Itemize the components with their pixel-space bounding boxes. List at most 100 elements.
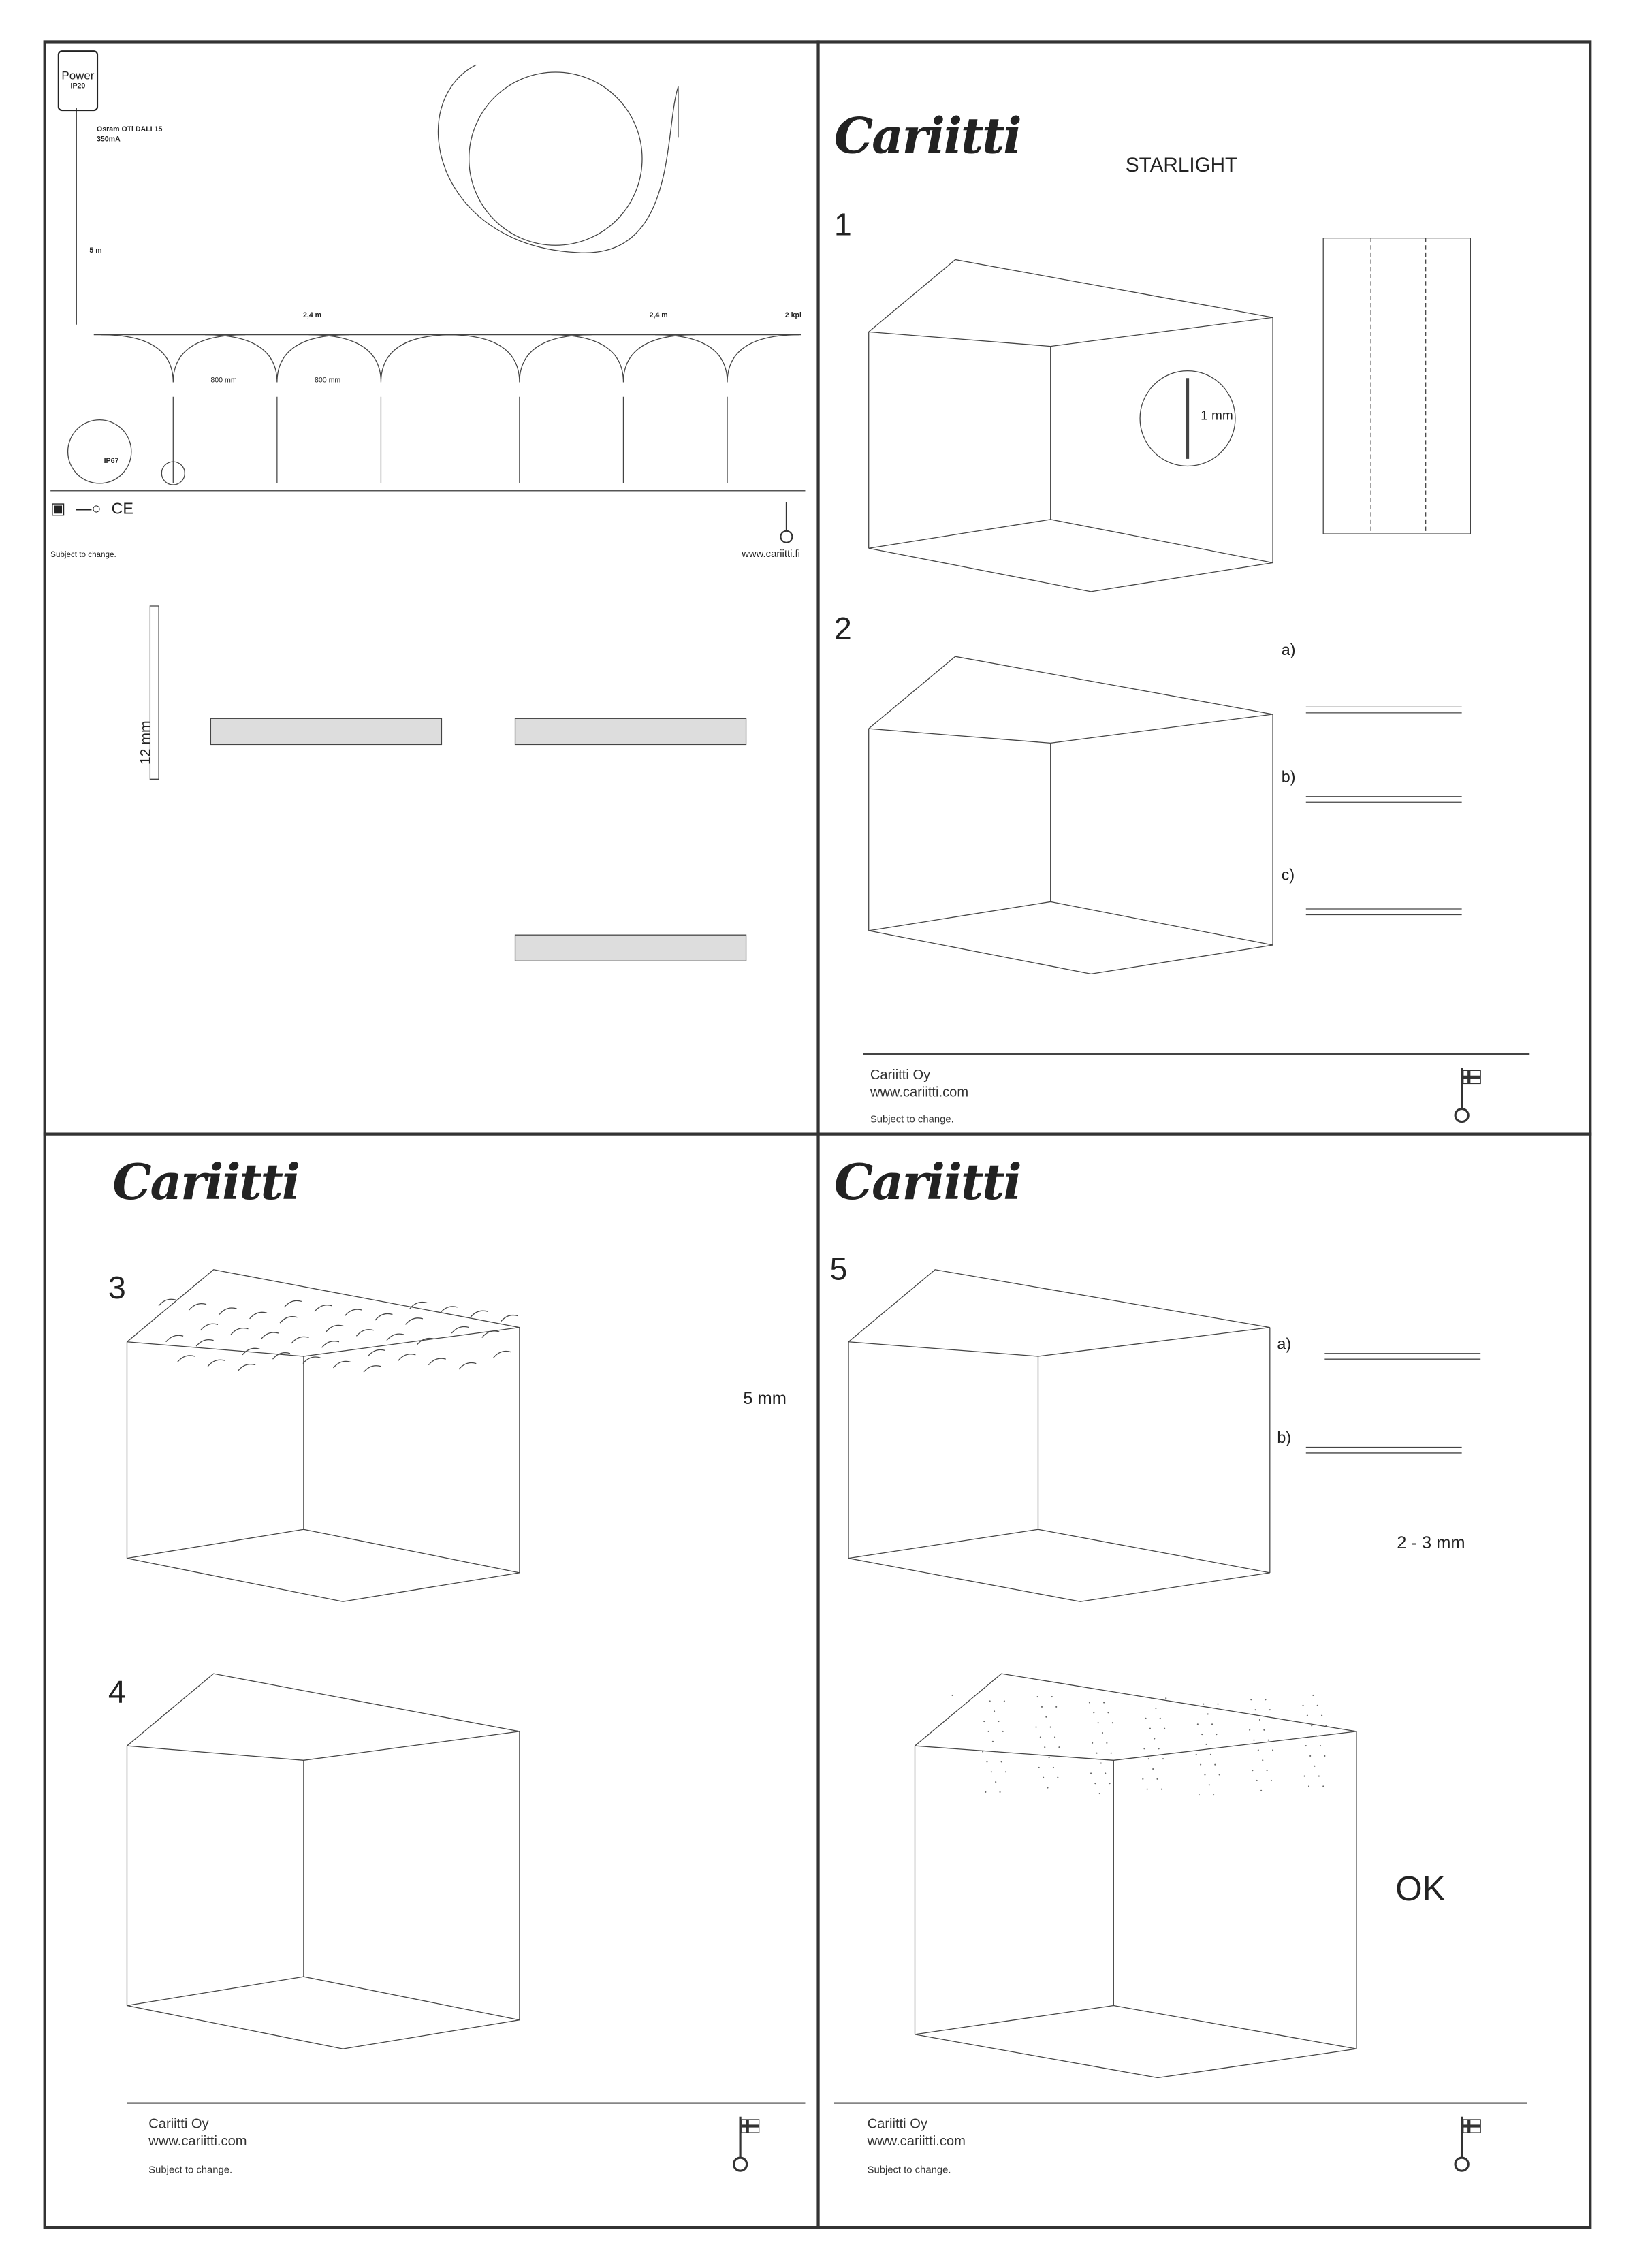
star-point: [1145, 1717, 1147, 1719]
room-step-1-ceiling-front: [868, 317, 1273, 347]
star-point: [1162, 1758, 1164, 1760]
substep-c: c): [1281, 867, 1295, 885]
fiber-strand: [344, 1309, 363, 1317]
star-point: [1324, 1755, 1326, 1757]
driver-current: 350mA: [96, 135, 121, 144]
star-point: [982, 1751, 984, 1753]
certification-symbols: ▣ —○ CE: [50, 499, 133, 518]
star-point: [1055, 1706, 1058, 1708]
footer-website[interactable]: www.cariitti.com: [148, 2134, 247, 2150]
star-point: [1054, 1736, 1056, 1738]
star-point: [1250, 1699, 1252, 1701]
star-point: [1103, 1702, 1105, 1704]
room-step-3-ceiling-front: [127, 1326, 520, 1357]
fiber-strand: [165, 1335, 184, 1343]
star-point: [1057, 1776, 1059, 1778]
star-point: [1045, 1716, 1047, 1718]
fiber-spool: [437, 64, 679, 253]
ceiling-cross-section: [210, 718, 443, 746]
footer-company: Cariitti Oy: [148, 2116, 209, 2133]
star-point: [1267, 1739, 1269, 1741]
star-point: [1092, 1742, 1094, 1744]
cariitti-logo: Cariitti: [834, 108, 1022, 166]
fiber-strand: [242, 1347, 260, 1356]
star-point: [951, 1694, 953, 1697]
footer-website[interactable]: www.cariitti.com: [867, 2134, 966, 2150]
star-point: [1307, 1785, 1310, 1787]
star-point: [1204, 1774, 1206, 1776]
star-point: [1049, 1726, 1051, 1728]
fiber-strand: [189, 1303, 207, 1311]
star-point: [996, 1751, 998, 1753]
star-point: [1249, 1729, 1251, 1731]
star-point: [1316, 1704, 1318, 1706]
segment-length-label-2: 2,4 m: [649, 311, 668, 321]
star-point: [1093, 1712, 1095, 1714]
room-step-3-floor-front: [127, 1558, 520, 1602]
star-point: [1201, 1734, 1203, 1736]
star-point: [1165, 1697, 1167, 1699]
star-point: [1146, 1788, 1148, 1790]
fiber-strand: [321, 1341, 340, 1348]
star-point: [1311, 1725, 1313, 1727]
quantity-label: 2 kpl: [784, 311, 801, 321]
website-link[interactable]: www.cariitti.fi: [742, 549, 800, 560]
subject-to-change-note: Subject to change.: [50, 551, 116, 560]
fiber-strand: [272, 1352, 291, 1360]
room-step-1-ceiling-edge: [868, 259, 1273, 332]
star-point: [991, 1740, 994, 1742]
ip-rating-label: IP67: [104, 457, 119, 466]
room-step-2-ceiling-edge: [868, 656, 1273, 729]
branch-cable: [204, 334, 349, 383]
substep-a: a): [1277, 1336, 1292, 1354]
room-result-floor-front: [915, 2034, 1357, 2079]
key-flag-logo-icon: [780, 530, 793, 543]
spacing-label-1: 800 mm: [210, 377, 237, 385]
star-point: [1196, 1723, 1199, 1725]
fiber-coil: [469, 71, 643, 246]
fiber-strand: [404, 1317, 424, 1325]
spacing-label-2: 800 mm: [314, 377, 341, 385]
star-point: [1257, 1749, 1259, 1751]
substep-b: b): [1277, 1430, 1292, 1448]
star-point: [994, 1710, 996, 1712]
star-point: [1270, 1779, 1272, 1782]
star-point: [1198, 1794, 1201, 1796]
fiber-strand: [439, 1306, 458, 1313]
star-point: [1096, 1752, 1098, 1754]
branch-cable: [101, 334, 246, 383]
fiber-strand: [207, 1359, 225, 1367]
fiber-strand: [458, 1362, 477, 1370]
fiber-strand: [219, 1307, 237, 1315]
star-point: [1211, 1723, 1213, 1725]
star-point: [1039, 1736, 1041, 1738]
fiber-strand: [451, 1326, 469, 1334]
footer-subject-to-change: Subject to change.: [870, 1115, 954, 1125]
branch-cable: [308, 334, 454, 383]
fiber-strand: [375, 1313, 393, 1321]
star-point: [1271, 1749, 1274, 1751]
star-point: [1200, 1763, 1202, 1766]
star-point: [1154, 1738, 1156, 1740]
cariitti-logo: Cariitti: [834, 1154, 1022, 1213]
star-point: [1266, 1770, 1268, 1772]
star-point: [1100, 1762, 1102, 1764]
star-point: [1156, 1778, 1158, 1780]
star-point: [1195, 1753, 1197, 1755]
star-point: [1262, 1759, 1264, 1761]
fiber-strand: [481, 1330, 500, 1338]
star-point: [1158, 1748, 1160, 1750]
room-step-4-floor-front: [127, 2005, 520, 2049]
footer-subject-to-change: Subject to change.: [148, 2165, 233, 2176]
cable-length-label: 5 m: [89, 246, 102, 256]
star-point: [990, 1771, 992, 1773]
star-point: [1038, 1766, 1040, 1768]
star-point: [1305, 1745, 1307, 1747]
star-point: [1107, 1712, 1109, 1714]
footer-rule: [127, 2102, 806, 2104]
double-insulation-icon: ▣: [50, 500, 66, 518]
page-divider-horizontal: [43, 1132, 1592, 1136]
power-ip-rating: IP20: [70, 82, 86, 91]
footer-website[interactable]: www.cariitti.com: [870, 1085, 969, 1101]
